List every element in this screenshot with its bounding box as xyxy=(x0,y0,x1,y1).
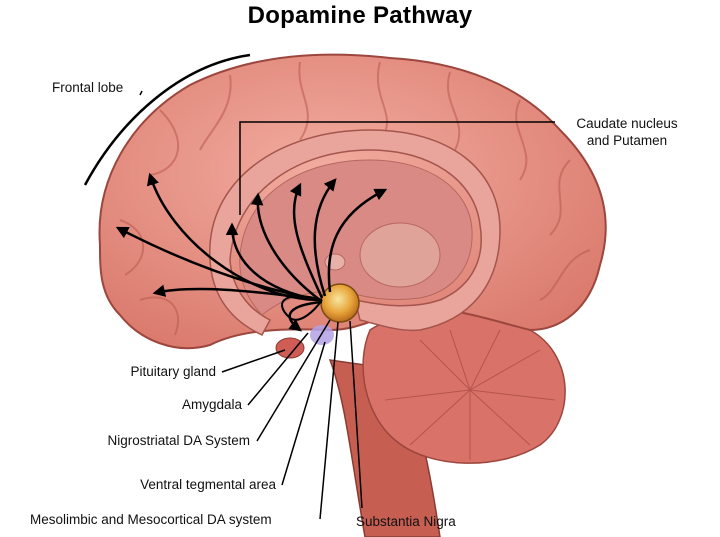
diagram-title: Dopamine Pathway xyxy=(247,2,473,29)
pathway-arrow xyxy=(288,300,323,332)
label-frontal-lobe: Frontal lobe xyxy=(52,80,124,95)
label-mesolimbic: Mesolimbic and Mesocortical DA system xyxy=(30,512,272,527)
thalamus xyxy=(359,222,441,288)
pathway-arrow xyxy=(289,182,324,299)
dopamine-pathway-arrows xyxy=(115,172,388,332)
leader-amygdala xyxy=(247,332,309,406)
pathway-arrow xyxy=(250,192,321,301)
leader-substantia-nigra xyxy=(349,320,363,509)
corpus-callosum xyxy=(209,129,501,336)
label-amygdala: Amygdala xyxy=(181,397,242,412)
substantia-nigra-node xyxy=(320,283,360,323)
leader-mesolimbic xyxy=(319,321,339,520)
label-caudate-line1: Caudate nucleus xyxy=(576,116,678,131)
frontal-lobe-bracket xyxy=(83,53,251,186)
caudate-leader xyxy=(239,121,555,215)
leader-nigrostriatal xyxy=(256,319,331,442)
ventral-tegmental-area xyxy=(310,325,334,345)
label-substantia-nigra: Substantia Nigra xyxy=(356,514,456,529)
label-caudate-line2: and Putamen xyxy=(586,133,668,148)
pathway-arrow xyxy=(327,188,388,293)
leader-vta xyxy=(281,341,326,486)
label-leaders xyxy=(221,319,363,520)
pathway-arrow xyxy=(313,178,337,297)
label-pituitary-gland: Pituitary gland xyxy=(130,364,216,379)
label-ventral-tegmental-area: Ventral tegmental area xyxy=(140,477,276,492)
pituitary-gland xyxy=(275,337,305,359)
cerebellum-folds xyxy=(384,329,556,460)
frontal-lobe-tick xyxy=(139,90,143,96)
pathway-loop xyxy=(281,295,323,321)
label-nigrostriatal: Nigrostriatal DA System xyxy=(107,433,250,448)
leader-pituitary xyxy=(221,349,286,373)
